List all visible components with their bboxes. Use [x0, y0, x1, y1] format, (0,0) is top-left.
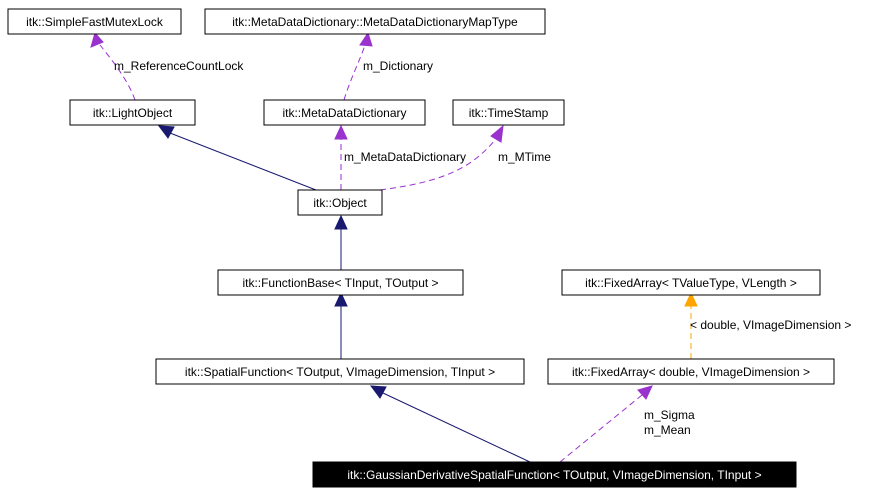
node-label: itk::FixedArray< double, VImageDimension…	[572, 365, 810, 379]
node-label: itk::MetaDataDictionary	[282, 106, 406, 120]
node-meta-data-dictionary[interactable]: itk::MetaDataDictionary	[263, 99, 426, 126]
edge-template-instance	[684, 291, 698, 359]
node-time-stamp[interactable]: itk::TimeStamp	[452, 99, 565, 126]
node-gaussian-derivative-spatial-function[interactable]: itk::GaussianDerivativeSpatialFunction< …	[312, 461, 797, 488]
node-label: itk::Object	[313, 196, 367, 210]
node-function-base[interactable]: itk::FunctionBase< TInput, TOutput >	[217, 269, 464, 296]
label-mean: m_Mean	[644, 423, 691, 437]
node-label: itk::GaussianDerivativeSpatialFunction< …	[347, 468, 761, 482]
edge-spatialfunction-functionbase	[334, 291, 348, 359]
label-reference-count-lock: m_ReferenceCountLock	[114, 59, 244, 73]
node-fixed-array-template[interactable]: itk::FixedArray< TValueType, VLength >	[561, 269, 821, 296]
edge-sigma-mean	[559, 385, 653, 463]
label-dictionary: m_Dictionary	[363, 59, 433, 73]
node-light-object[interactable]: itk::LightObject	[69, 99, 196, 126]
node-label: itk::FunctionBase< TInput, TOutput >	[242, 276, 438, 290]
edge-mtime	[379, 124, 504, 191]
node-fixed-array-double[interactable]: itk::FixedArray< double, VImageDimension…	[547, 358, 835, 385]
node-label: itk::SpatialFunction< TOutput, VImageDim…	[185, 365, 495, 379]
node-simple-fast-mutex-lock[interactable]: itk::SimpleFastMutexLock	[7, 8, 182, 35]
node-meta-data-dictionary-map-type[interactable]: itk::MetaDataDictionary::MetaDataDiction…	[204, 8, 546, 35]
node-spatial-function[interactable]: itk::SpatialFunction< TOutput, VImageDim…	[155, 358, 525, 385]
edge-object-lightobject	[157, 125, 317, 191]
node-label: itk::MetaDataDictionary::MetaDataDiction…	[232, 15, 518, 29]
edge-meta-data-dictionary	[334, 124, 348, 190]
node-label: itk::FixedArray< TValueType, VLength >	[585, 276, 797, 290]
edge-reference-count-lock	[90, 31, 136, 101]
label-mtime: m_MTime	[498, 150, 551, 164]
node-label: itk::SimpleFastMutexLock	[26, 15, 164, 29]
node-label: itk::TimeStamp	[469, 106, 549, 120]
edge-gaussian-spatialfunction	[369, 385, 531, 463]
edge-functionbase-object	[334, 214, 348, 270]
edge-dictionary	[343, 31, 373, 101]
label-template-args: < double, VImageDimension >	[690, 318, 851, 332]
node-object[interactable]: itk::Object	[297, 189, 383, 216]
node-label: itk::LightObject	[93, 106, 173, 120]
label-sigma: m_Sigma	[644, 408, 695, 422]
label-meta-data-dictionary: m_MetaDataDictionary	[344, 150, 466, 164]
